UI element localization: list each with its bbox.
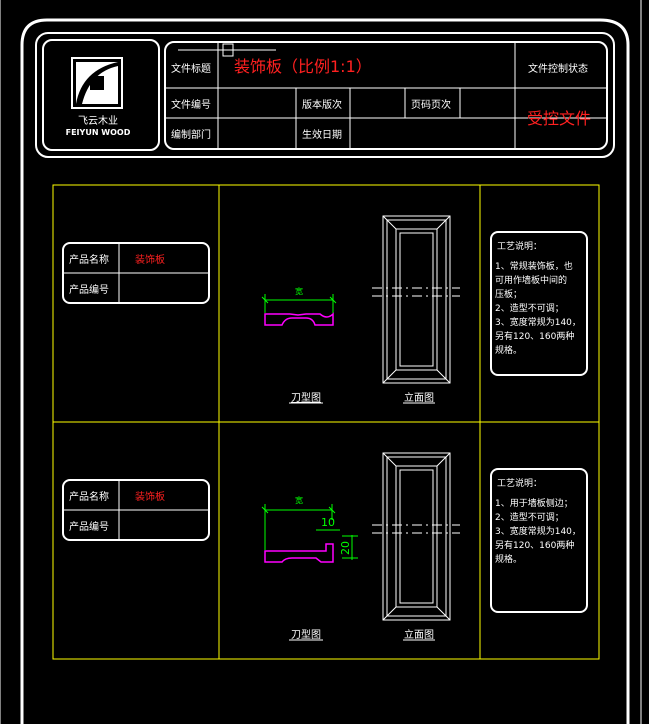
crosshair-marker [222,43,234,57]
note-line: 可用作墙板中间的 [495,274,567,286]
note-line: 1、用于墙板侧边； [495,497,573,509]
file-no-label: 文件编号 [171,98,211,111]
version-label: 版本版次 [302,98,342,111]
note-line: 1、常规装饰板，也 [495,260,573,272]
logo-name-en: FEIYUN WOOD [66,128,131,137]
product-info-box: 产品名称 装饰板 产品编号 [62,242,210,304]
page-label: 页码页次 [411,98,451,111]
knife-label: 刀型图 [291,391,321,404]
note-line: 规格。 [495,344,522,356]
notes-title: 工艺说明： [497,240,542,252]
elevation-drawing [372,452,460,621]
notes-title: 工艺说明： [497,477,542,489]
note-line: 3、宽度常规为140， [495,525,581,537]
logo-name-cn: 飞云木业 [78,115,118,127]
note-line: 2、造型不可调； [495,511,564,523]
process-notes: 工艺说明： 1、常规装饰板，也 可用作墙板中间的 压板； 2、造型不可调； 3、… [490,231,588,376]
note-line: 另有120、160两种 [495,539,574,551]
process-notes: 工艺说明： 1、用于墙板侧边； 2、造型不可调； 3、宽度常规为140， 另有1… [490,468,588,613]
file-title-value: 装饰板（比例1:1） [234,57,372,76]
width-dim-label: 宽 [295,286,303,296]
elevation-label: 立面图 [404,391,434,404]
product-no-label: 产品编号 [69,520,109,533]
effective-date-label: 生效日期 [302,128,342,141]
width-dim-label: 宽 [295,495,303,505]
elevation-label: 立面图 [404,628,434,641]
company-logo: 飞云木业 FEIYUN WOOD [66,57,131,137]
note-line: 另有120、160两种 [495,330,574,342]
note-line: 3、宽度常规为140， [495,316,581,328]
knife-profile-drawing: 宽 10 20 刀型图 [261,495,358,641]
product-name-value: 装饰板 [135,490,165,503]
title-block: 飞云木业 FEIYUN WOOD 文件标题 装饰板（比例1:1） 文件控制状态 … [35,32,615,158]
product-no-label: 产品编号 [69,283,109,296]
product-info-box: 产品名称 装饰板 产品编号 [62,479,210,541]
dept-label: 编制部门 [171,128,211,141]
product-row-2: 产品名称 装饰板 产品编号 宽 10 20 刀型图 [62,452,588,641]
knife-profile-drawing: 宽 刀型图 [261,286,337,404]
product-row-1: 产品名称 装饰板 产品编号 宽 刀型图 立面图 [62,215,588,404]
note-line: 压板； [495,288,522,300]
file-title-label: 文件标题 [171,62,211,75]
dim-10-label: 10 [321,516,335,529]
dim-20-label: 20 [339,541,352,555]
file-control-label: 文件控制状态 [528,62,588,75]
product-name-label: 产品名称 [69,253,109,266]
note-line: 2、造型不可调； [495,302,564,314]
elevation-drawing [372,215,460,384]
file-control-value: 受控文件 [527,109,591,128]
drawing-grid [52,184,600,660]
product-name-value: 装饰板 [135,253,165,266]
product-name-label: 产品名称 [69,490,109,503]
knife-label: 刀型图 [291,628,321,641]
note-line: 规格。 [495,553,522,565]
